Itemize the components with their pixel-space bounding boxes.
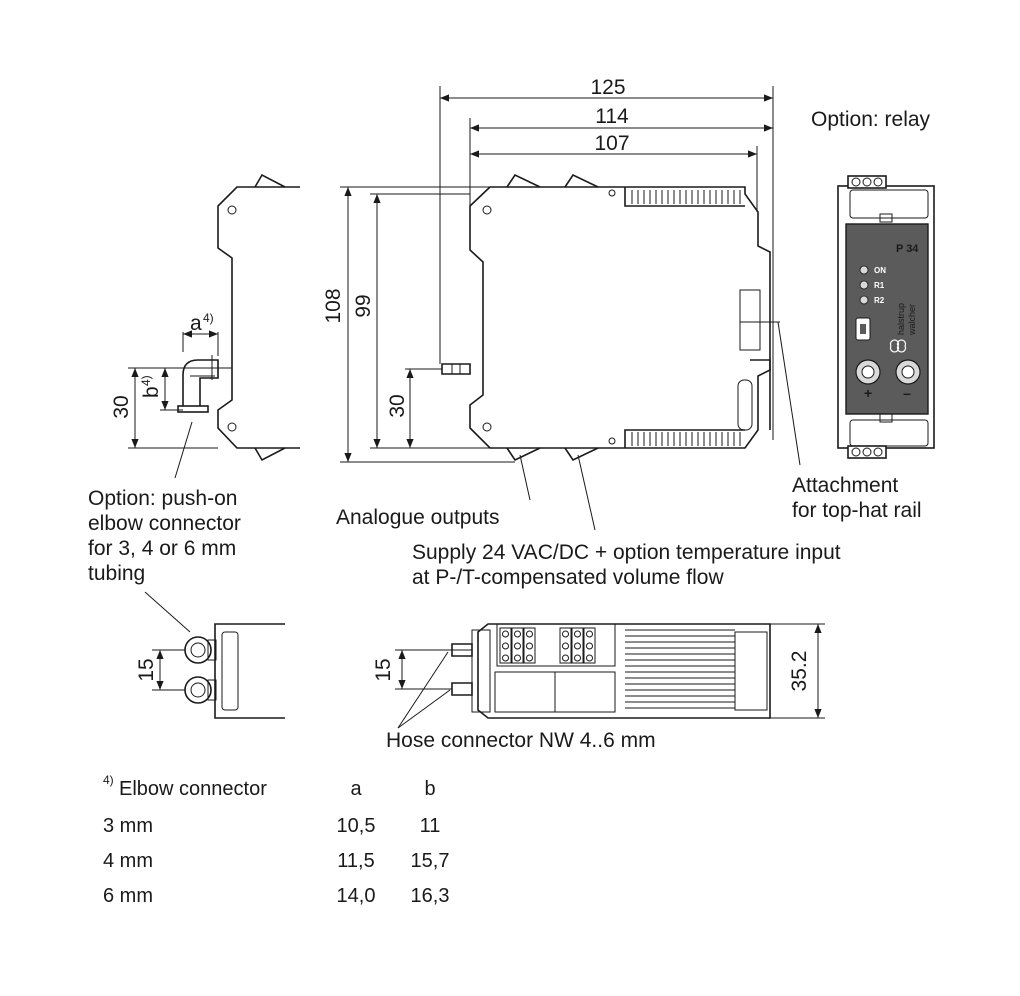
callout-labels: Option: relay Option: push-on elbow conn… [88, 108, 931, 752]
option-elbow-line3: for 3, 4 or 6 mm [88, 537, 236, 560]
attachment-label-line1: Attachment [792, 474, 898, 497]
table-cell-b: 15,7 [411, 850, 450, 872]
table-header-connector: Elbow connector [119, 778, 267, 800]
analogue-outputs-label: Analogue outputs [336, 506, 499, 529]
dim-30-left: 30 [110, 395, 133, 418]
table-cell-a: 11,5 [337, 850, 374, 872]
brand-line2: walcher [907, 304, 917, 336]
terminal-screw [526, 642, 533, 650]
dim-125: 125 [590, 76, 625, 99]
dim-35-2: 35.2 [788, 651, 811, 692]
dim-15-left: 15 [135, 658, 158, 681]
terminal-screw [586, 630, 593, 638]
table-cell-b: 16,3 [411, 885, 450, 907]
terminal-screw [502, 630, 509, 638]
led-on-label: ON [874, 266, 886, 275]
main-side-view [340, 86, 801, 531]
elbow-fitting-top [184, 636, 217, 664]
plus-label: + [864, 385, 872, 401]
bottom-mid-view [395, 623, 825, 729]
terminal-screw [574, 654, 581, 662]
option-elbow-line2: elbow connector [88, 512, 241, 535]
terminal-screw [574, 630, 581, 638]
table-header-a: a [350, 778, 362, 800]
table-cell-a: 10,5 [337, 815, 376, 837]
hose-connector-label: Hose connector NW 4..6 mm [386, 729, 656, 752]
dim-107: 107 [594, 132, 629, 155]
table-header-b: b [424, 778, 435, 800]
terminal-screw [502, 642, 509, 650]
option-elbow-line1: Option: push-on [88, 487, 237, 510]
table-footnote: 4) [103, 773, 114, 787]
terminal-screw [514, 630, 521, 638]
terminal-screw [514, 642, 521, 650]
terminal-screw [526, 630, 533, 638]
front-view [837, 175, 935, 459]
dim-99: 99 [352, 294, 375, 317]
table-cell-size: 3 mm [103, 815, 153, 837]
terminal-screw [562, 630, 569, 638]
dim-15-mid: 15 [372, 658, 395, 681]
terminal-block [523, 627, 536, 664]
terminal-screw [574, 642, 581, 650]
table-cell-b: 11 [420, 815, 441, 837]
device-front-texts: P 34 ON R1 R2 halstrup walcher + – [864, 243, 919, 401]
terminal-screw [502, 654, 509, 662]
terminal-screw [562, 654, 569, 662]
table-cell-a: 14,0 [337, 885, 376, 907]
dim-b: b [140, 386, 163, 398]
terminal-screw [562, 642, 569, 650]
option-elbow-line4: tubing [88, 562, 145, 585]
attachment-label-line2: for top-hat rail [792, 499, 922, 522]
minus-label: – [903, 385, 911, 401]
table-cell-size: 6 mm [103, 885, 153, 907]
dim-a: a [190, 312, 202, 335]
dim-30-mid: 30 [386, 394, 409, 417]
option-relay-label: Option: relay [811, 108, 931, 131]
elbow-fitting-bottom [184, 676, 217, 704]
terminal-block [559, 627, 572, 664]
terminal-block [511, 627, 524, 664]
supply-label-line2: at P-/T-compensated volume flow [412, 566, 724, 589]
terminal-screw [586, 642, 593, 650]
supply-label-line1: Supply 24 VAC/DC + option temperature in… [412, 541, 841, 564]
left-side-view [128, 173, 300, 479]
dim-114: 114 [595, 105, 629, 128]
led-r1-label: R1 [874, 281, 885, 290]
brand-line1: halstrup [896, 303, 906, 335]
device-model: P 34 [896, 243, 919, 255]
terminal-block [499, 627, 512, 664]
dim-108: 108 [322, 288, 345, 323]
table-cell-size: 4 mm [103, 850, 153, 872]
terminal-screw [514, 654, 521, 662]
terminal-block [583, 627, 596, 664]
dimension-texts: 125 114 107 108 99 30 30 a 4) b 4) 15 15… [110, 76, 811, 691]
dim-b-footnote: 4) [139, 375, 153, 386]
terminal-screw [526, 654, 533, 662]
dim-a-footnote: 4) [203, 311, 214, 325]
terminal-block [571, 627, 584, 664]
terminal-screw [586, 654, 593, 662]
elbow-connector-table: 4) Elbow connector a b 3 mm 10,5 11 4 mm 11,… [103, 773, 449, 907]
bottom-left-view [144, 591, 285, 719]
led-r2-label: R2 [874, 296, 885, 305]
